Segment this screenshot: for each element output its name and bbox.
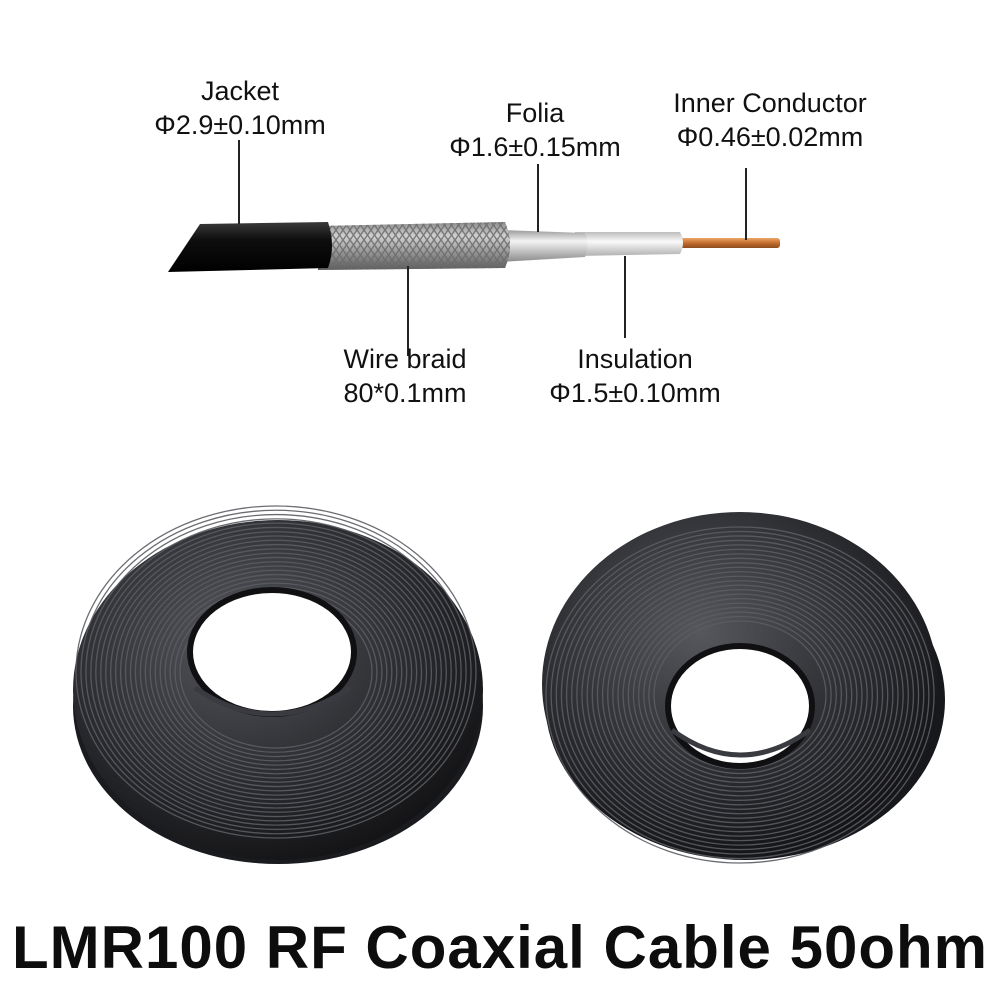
wire-braid-title: Wire braid [343, 344, 467, 374]
folia-label: Folia Φ1.6±0.15mm [425, 96, 645, 164]
coil-winding [159, 578, 393, 766]
inner-conductor-leader-line [745, 168, 747, 240]
right-cable-coil [542, 512, 945, 864]
coil-winding [95, 522, 457, 822]
coil-winding [90, 518, 462, 826]
coil-winding [571, 548, 909, 842]
coil-winding [80, 509, 472, 835]
coil-winding [617, 589, 863, 801]
left-cable-coil [73, 505, 483, 864]
coil-winding [560, 539, 920, 851]
jacket-label: Jacket Φ2.9±0.10mm [140, 74, 340, 142]
product-headline: LMR100 RF Coaxial Cable 50ohm [12, 914, 988, 981]
coil-winding [85, 513, 467, 831]
inner-conductor [670, 238, 780, 248]
coil-winding [607, 580, 873, 810]
coil-winding [565, 544, 915, 846]
insulation-leader-line [624, 256, 626, 338]
insulation-spec: Φ1.5±0.10mm [549, 378, 721, 408]
folia-leader-line [537, 164, 539, 232]
coil-winding [149, 569, 403, 775]
insulation-label: Insulation Φ1.5±0.10mm [525, 342, 745, 410]
coil-winding [545, 526, 935, 864]
inner-conductor-label: Inner Conductor Φ0.46±0.02mm [650, 86, 890, 154]
coil-winding [129, 552, 423, 792]
inner-conductor-title: Inner Conductor [673, 88, 867, 118]
coil-winding [632, 602, 848, 788]
coil-winding [154, 573, 398, 771]
coil-winding [643, 611, 837, 779]
coil-winding [622, 593, 858, 797]
coil-winding [105, 531, 447, 813]
coil-winding [550, 530, 930, 860]
folia-title: Folia [505, 98, 565, 128]
coil-winding [139, 561, 413, 783]
coil-winding [591, 566, 889, 824]
coil-winding [100, 526, 452, 818]
coil-winding [114, 539, 438, 805]
coil-winding [601, 575, 879, 815]
coil-winding [124, 548, 428, 796]
coil-winding [576, 553, 904, 837]
coil-winding [648, 615, 832, 775]
insulation-title: Insulation [577, 344, 693, 374]
wire-braid-spec: 80*0.1mm [343, 378, 467, 408]
jacket-leader-line [238, 140, 240, 224]
coil-winding [119, 543, 433, 801]
foil-layer [500, 230, 588, 262]
coil-winding [144, 565, 408, 779]
coil-winding [164, 582, 388, 762]
coil-winding [612, 584, 868, 806]
coil-winding [134, 556, 418, 788]
jacket-layer [168, 222, 332, 272]
cable-coils [73, 505, 945, 864]
coil-winding [75, 505, 477, 839]
jacket-spec: Φ2.9±0.10mm [154, 110, 326, 140]
coil-winding [581, 557, 899, 833]
coil-winding [637, 606, 843, 784]
wire-braid-label: Wire braid 80*0.1mm [320, 342, 490, 410]
coil-winding [627, 597, 853, 793]
jacket-title: Jacket [200, 76, 280, 106]
coil-winding [586, 562, 894, 828]
coil-winding [555, 535, 925, 855]
coax-cable-cutaway [168, 222, 780, 272]
coil-winding [596, 571, 884, 819]
wire-braid-leader-line [407, 266, 409, 356]
insulation-layer [575, 232, 683, 256]
inner-conductor-spec: Φ0.46±0.02mm [676, 122, 864, 152]
coil-winding [110, 535, 442, 809]
folia-spec: Φ1.6±0.15mm [449, 132, 621, 162]
